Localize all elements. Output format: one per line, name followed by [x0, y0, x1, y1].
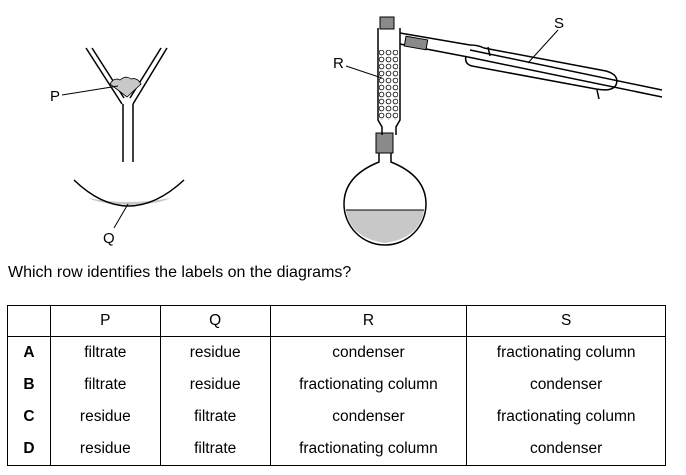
- header-r: R: [269, 305, 468, 337]
- option-row-c[interactable]: C residue filtrate condenser fractionati…: [7, 401, 666, 433]
- label-r-leader: [345, 65, 383, 79]
- header-blank: [7, 305, 51, 337]
- cell-q: filtrate: [159, 433, 271, 466]
- option-row-a[interactable]: A filtrate residue condenser fractionati…: [7, 336, 666, 369]
- question-text: Which row identifies the labels on the d…: [8, 264, 352, 281]
- cell-s: fractionating column: [466, 401, 666, 433]
- fractionating-column: [377, 28, 401, 135]
- cell-q: filtrate: [159, 401, 271, 433]
- option-key: D: [7, 433, 51, 466]
- cell-r: fractionating column: [269, 433, 468, 466]
- label-q: Q: [103, 230, 115, 247]
- cell-p: filtrate: [49, 336, 161, 369]
- option-key: C: [7, 401, 51, 433]
- evaporating-basin: [73, 179, 185, 207]
- cell-p: filtrate: [49, 369, 161, 401]
- cell-q: residue: [159, 336, 271, 369]
- label-p-leader: [61, 85, 119, 96]
- cell-p: residue: [49, 433, 161, 466]
- label-r: R: [333, 55, 344, 72]
- condenser: [464, 44, 663, 100]
- label-q-leader: [113, 203, 129, 229]
- label-p: P: [50, 88, 60, 105]
- cell-r: fractionating column: [269, 369, 468, 401]
- cell-r: condenser: [269, 336, 468, 369]
- cell-s: condenser: [466, 369, 666, 401]
- cell-s: fractionating column: [466, 336, 666, 369]
- answer-table: P Q R S A filtrate residue condenser fra…: [7, 305, 666, 466]
- filter-funnel: [85, 47, 168, 162]
- round-bottom-flask: [343, 138, 427, 246]
- cell-p: residue: [49, 401, 161, 433]
- header-q: Q: [159, 305, 271, 337]
- apparatus-diagram: P Q R S: [50, 15, 663, 247]
- side-arm-bung: [403, 35, 429, 51]
- option-key: B: [7, 369, 51, 401]
- header-s: S: [466, 305, 666, 337]
- cell-s: condenser: [466, 433, 666, 466]
- option-key: A: [7, 336, 51, 369]
- residue-solid: [109, 76, 142, 98]
- option-row-b[interactable]: B filtrate residue fractionating column …: [7, 369, 666, 401]
- bung: [375, 132, 394, 154]
- cell-q: residue: [159, 369, 271, 401]
- label-s: S: [554, 15, 564, 32]
- header-p: P: [49, 305, 161, 337]
- cell-r: condenser: [269, 401, 468, 433]
- option-row-d[interactable]: D residue filtrate fractionating column …: [7, 433, 666, 466]
- label-s-leader: [527, 29, 559, 64]
- top-bung: [379, 16, 395, 30]
